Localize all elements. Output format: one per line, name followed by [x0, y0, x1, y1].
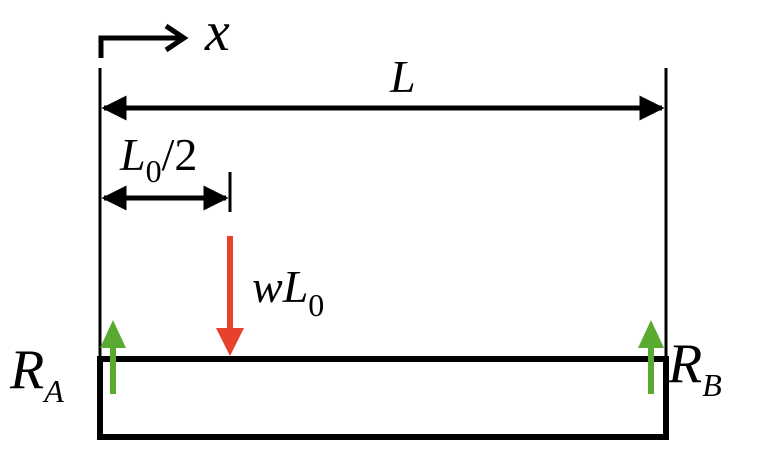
reaction-b-arrowhead — [638, 320, 664, 348]
load-label-var: L — [282, 261, 309, 312]
reaction-a-label: RA — [9, 339, 64, 409]
reaction-b-label-subscript: B — [702, 367, 722, 403]
offset-dimension: L0/2 — [101, 129, 229, 211]
reaction-a-label-subscript: A — [42, 373, 64, 409]
reaction-b: RB — [638, 320, 722, 403]
x-axis-indicator: x — [98, 1, 230, 63]
offset-label-subscript: 0 — [146, 153, 162, 189]
load-label-subscript: 0 — [308, 287, 324, 323]
reaction-a-arrowhead — [100, 320, 126, 348]
offset-label-suffix: /2 — [162, 129, 198, 180]
reaction-a: RA — [9, 320, 126, 409]
offset-label: L0/2 — [119, 129, 197, 189]
offset-label-main: L — [119, 129, 146, 180]
reaction-b-label: RB — [667, 333, 722, 403]
x-axis-label: x — [204, 1, 230, 63]
load-arrowhead — [216, 328, 244, 356]
span-dimension: L — [101, 51, 665, 121]
load-label: wL0 — [252, 261, 324, 323]
x-axis-arrowhead — [164, 23, 189, 53]
load-label-main: w — [252, 261, 283, 312]
point-load: wL0 — [216, 236, 324, 356]
span-label: L — [389, 51, 416, 102]
reaction-a-label-main: R — [9, 339, 44, 401]
reaction-b-label-main: R — [667, 333, 702, 395]
beam — [97, 356, 669, 440]
x-axis-arrow — [98, 35, 180, 58]
